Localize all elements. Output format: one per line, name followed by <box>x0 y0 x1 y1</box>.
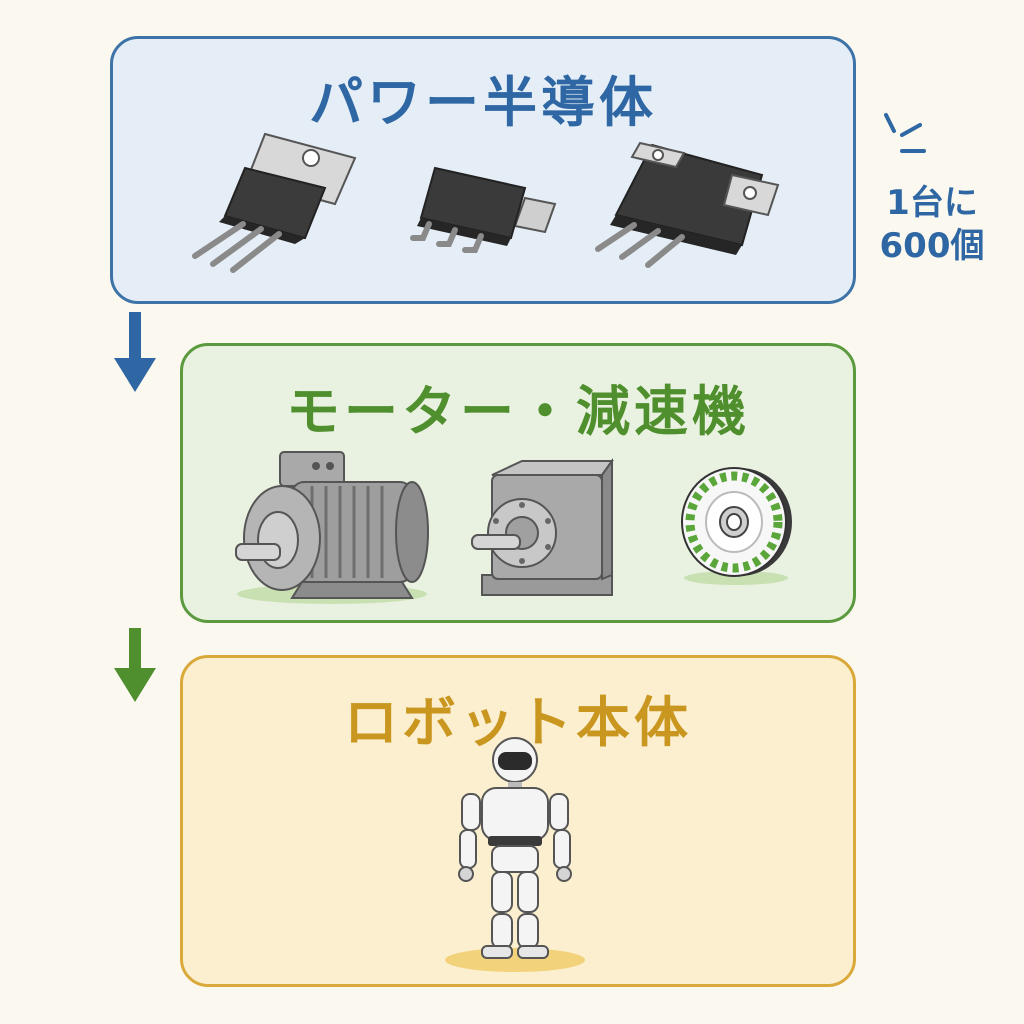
down-arrow-icon <box>114 628 156 702</box>
down-arrow-icon <box>114 312 156 392</box>
to220-transistor-icon <box>192 132 357 273</box>
encoder-disk-icon <box>681 467 792 585</box>
count-note-line1: 1台に <box>886 183 978 223</box>
count-note-line2: 600個 <box>879 226 985 266</box>
power-module-icon <box>595 141 780 268</box>
motor-reducer-title: モーター・減速機 <box>286 380 750 443</box>
gear-reducer-icon <box>471 457 614 596</box>
emphasis-lines-icon <box>884 113 926 153</box>
humanoid-robot-icon <box>445 737 585 972</box>
power-semiconductor-title: パワー半導体 <box>309 71 657 134</box>
smd-power-chip-icon <box>410 166 557 253</box>
electric-motor-icon <box>235 451 429 604</box>
